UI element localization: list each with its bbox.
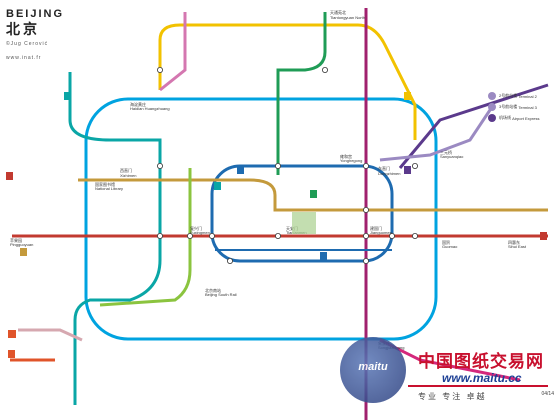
station-label[interactable]: 北京南站	[205, 287, 221, 293]
legend-item: 3号航站楼 Terminal 3	[488, 103, 546, 111]
badge-line-1[interactable]	[6, 172, 13, 180]
line-9-route	[99, 168, 192, 307]
interchange-station[interactable]	[411, 162, 418, 169]
station-label[interactable]: 国家图书馆	[95, 181, 115, 187]
interchange-station[interactable]	[274, 232, 281, 239]
line-13-route	[158, 23, 417, 140]
park-area	[292, 212, 316, 234]
badge-fangshan[interactable]	[8, 350, 15, 358]
line-4-route	[68, 72, 162, 405]
airport-legend: 2号航站楼 Terminal 2 3号航站楼 Terminal 3 机场线 Ai…	[488, 92, 546, 125]
legend-label: 2号航站楼	[499, 93, 518, 98]
station-label[interactable]: 四惠东	[508, 239, 520, 245]
interchange-markers	[156, 67, 418, 264]
station-label[interactable]: 复兴门	[190, 225, 202, 231]
airport-express-icon	[488, 114, 496, 122]
badge-line-2b[interactable]	[320, 252, 327, 260]
line-15-route	[398, 83, 549, 169]
interchange-station[interactable]	[411, 232, 418, 239]
changping-route	[159, 12, 187, 92]
station-label-en: Fuxingmen	[190, 230, 210, 235]
airport-icon	[488, 92, 496, 100]
legend-sub: Terminal 3	[518, 104, 537, 110]
interchange-station[interactable]	[388, 232, 395, 239]
station-label-en: Guomao	[442, 244, 458, 249]
interchange-station[interactable]	[156, 162, 163, 169]
interchange-station[interactable]	[226, 257, 233, 264]
badge-line-2[interactable]	[237, 166, 244, 174]
line-2-route	[210, 164, 394, 263]
station-label-en: Tiantongyuan North	[330, 15, 365, 20]
interchange-station[interactable]	[156, 67, 163, 74]
map-title-block: BEIJING 北京 ©Jug Cerović www.inat.fr	[6, 8, 76, 61]
station-label-en: Pingguoyuan	[10, 242, 33, 247]
line-8-route	[276, 12, 327, 175]
interchange-station[interactable]	[362, 257, 369, 264]
interchange-station[interactable]	[274, 162, 281, 169]
interchange-station[interactable]	[362, 232, 369, 239]
station-label-en: Sanyuanqiao	[440, 154, 464, 159]
interchange-station[interactable]	[362, 162, 369, 169]
station-label[interactable]: 国贸	[442, 239, 450, 245]
badge-line-4[interactable]	[214, 182, 221, 190]
interchange-station[interactable]	[156, 232, 163, 239]
station-label[interactable]: 东直门	[378, 165, 390, 171]
station-label[interactable]: 三元桥	[440, 149, 452, 155]
station-label-en: Haidian Huangzhuang	[130, 106, 170, 111]
station-label[interactable]: 天通苑北	[330, 9, 346, 15]
line-6-route	[78, 178, 548, 212]
badge-line-15[interactable]	[404, 166, 411, 174]
badge-batong[interactable]	[540, 232, 547, 240]
copyright-text: ©Jug Cerović	[6, 41, 49, 47]
line-10-route	[84, 97, 438, 341]
station-label-en: Xizhimen	[120, 173, 136, 178]
airport-icon	[488, 103, 496, 111]
legend-sub: Terminal 2	[518, 93, 537, 99]
station-label[interactable]: 海淀黄庄	[130, 101, 146, 107]
map-title: BEIJING	[6, 8, 65, 20]
station-label-en: Sihui East	[508, 244, 527, 249]
station-label-en: Songjiazhuang	[378, 345, 404, 350]
station-label-en: Jianguomen	[370, 230, 392, 235]
legend-item: 2号航站楼 Terminal 2	[488, 92, 546, 100]
legend-label: 3号航站楼	[499, 104, 518, 109]
station-label[interactable]: 西直门	[120, 167, 132, 173]
legend-item: 机场线 Airport Express	[488, 114, 546, 122]
airport-line-route	[379, 109, 492, 162]
site-url[interactable]: www.inat.fr	[6, 55, 42, 61]
badge-line-6[interactable]	[20, 248, 27, 256]
station-label-en: Beijing South Rail	[205, 292, 237, 297]
page-number: 04/14	[541, 391, 554, 397]
station-label[interactable]: 苹果园	[10, 237, 22, 243]
legend-label: 机场线	[499, 115, 511, 120]
interchange-station[interactable]	[208, 232, 215, 239]
badge-line-8[interactable]	[310, 190, 317, 198]
line-badges	[6, 92, 547, 358]
station-label[interactable]: 雍和宫	[340, 153, 352, 159]
interchange-station[interactable]	[362, 206, 369, 213]
badge-line-4-north[interactable]	[64, 92, 71, 100]
station-label[interactable]: 建国门	[370, 225, 382, 231]
interchange-station[interactable]	[186, 232, 193, 239]
legend-sub: Airport Express	[512, 115, 540, 121]
station-label-en: National Library	[95, 186, 123, 191]
interchange-station[interactable]	[321, 67, 328, 74]
transfer-station-icon	[8, 330, 16, 338]
station-label-en: Yonghegong	[340, 158, 362, 163]
badge-line-13[interactable]	[404, 92, 411, 100]
line-14-route	[18, 328, 83, 342]
station-label-en: Dongzhimen	[378, 171, 400, 176]
map-title-zh: 北京	[6, 21, 40, 37]
